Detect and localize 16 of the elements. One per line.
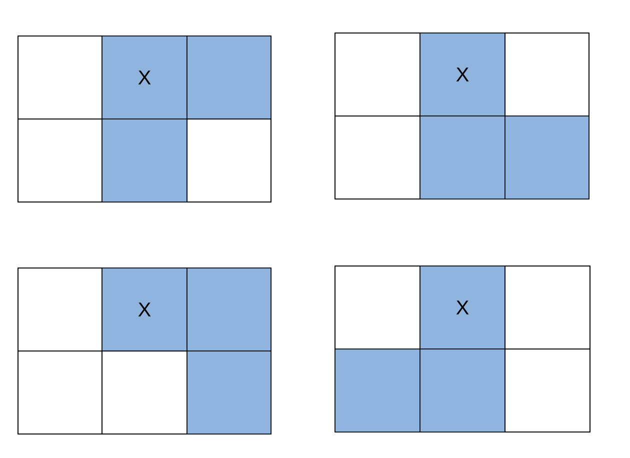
grid-cell [186,350,272,434]
grid-cell [18,350,102,434]
grid-cell [504,266,590,350]
grid-cell: X [420,266,506,350]
grid-cell [186,36,272,120]
grid-cell [334,348,420,432]
grid-cell [504,348,590,432]
grid-cell: X [420,32,506,116]
grid-cell [420,116,506,200]
grid-cell [186,268,272,352]
grid-cell: X [102,268,188,352]
grid-cell [186,118,272,202]
grid-cell: X [102,36,188,120]
grid-cell [420,348,506,432]
grid-cell [504,116,590,200]
grid-cell [102,118,188,202]
